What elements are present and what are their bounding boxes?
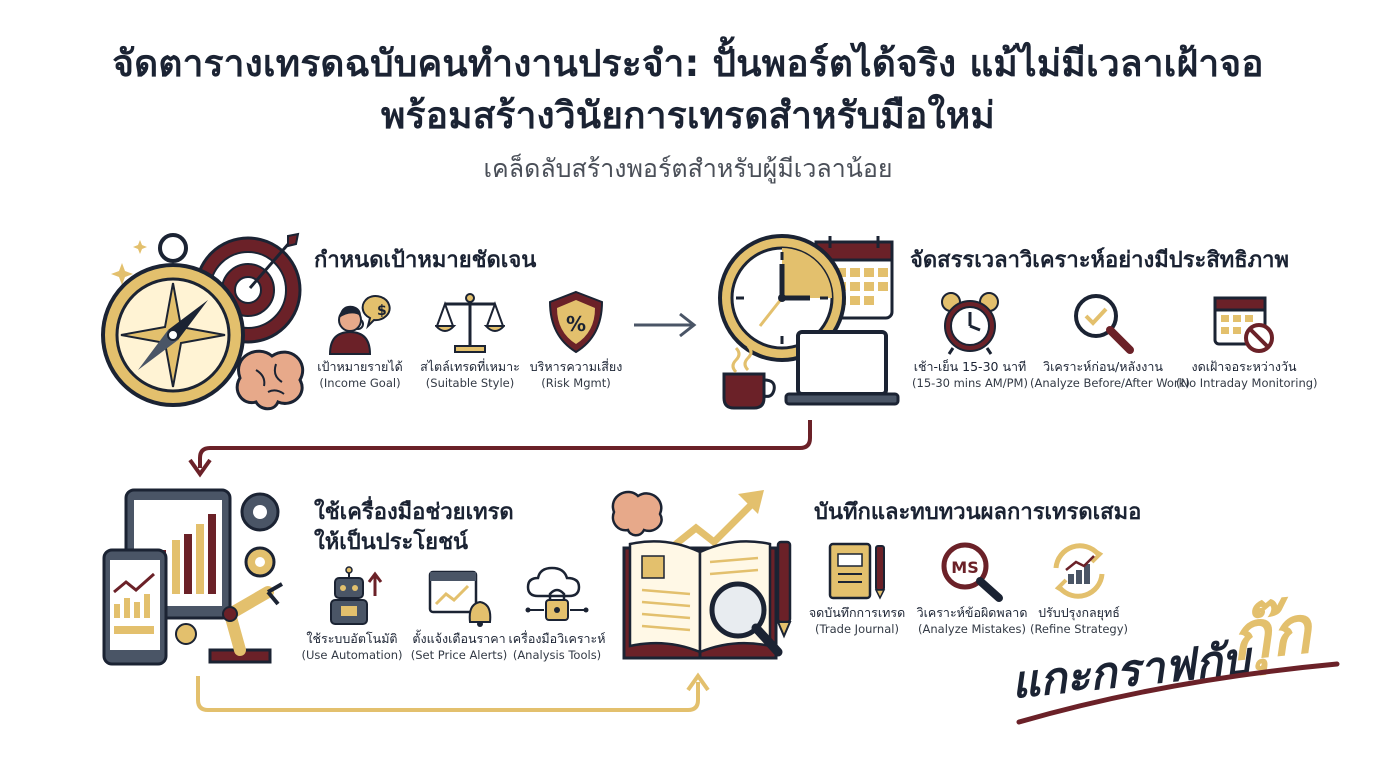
refresh-chart-icon <box>1020 540 1138 604</box>
book-magnifier-illustration <box>606 482 806 672</box>
goals-item-risk: % บริหารความเสี่ยง (Risk Mgmt) <box>516 290 636 391</box>
time-item-ampm: เช้า-เย็น 15-30 นาที (15-30 mins AM/PM) <box>910 290 1030 391</box>
price-alert-icon <box>400 566 518 630</box>
journal-item-mistakes-sub: (Analyze Mistakes) <box>918 622 1026 636</box>
time-item-before-after: วิเคราะห์ก่อน/หลังงาน (Analyze Before/Af… <box>1030 290 1190 391</box>
journal-item-trade-journal: จดบันทึกการเทรด (Trade Journal) <box>798 540 916 637</box>
page-title-line-2: พร้อมสร้างวินัยการเทรดสำหรับมือใหม่ <box>381 94 995 137</box>
arrow-right-icon <box>632 310 698 340</box>
goals-item-income-sub: (Income Goal) <box>319 376 401 390</box>
ms-badge-text: MS <box>951 558 978 577</box>
flow-arrow-up-icon <box>188 670 718 720</box>
flow-arrow-down-icon <box>180 416 820 478</box>
journal-item-mistakes: MS วิเคราะห์ข้อผิดพลาด (Analyze Mistakes… <box>908 540 1036 637</box>
goals-item-style: สไตล์เทรดที่เหมาะ (Suitable Style) <box>410 290 530 391</box>
alarm-clock-icon <box>910 290 1030 358</box>
journal-item-refine-sub: (Refine Strategy) <box>1029 622 1129 636</box>
time-item-before-after-label: วิเคราะห์ก่อน/หลังงาน <box>1043 359 1163 374</box>
tools-item-automation-sub: (Use Automation) <box>301 648 403 662</box>
shield-percent-icon: % <box>516 290 636 358</box>
journal-item-trade-journal-label: จดบันทึกการเทรด <box>808 605 906 620</box>
cloud-lock-icon <box>498 566 616 630</box>
time-item-ampm-sub: (15-30 mins AM/PM) <box>912 376 1028 390</box>
page-subtitle: เคล็ดลับสร้างพอร์ตสำหรับผู้มีเวลาน้อย <box>483 154 893 183</box>
magnifier-check-icon <box>1030 290 1176 358</box>
journal-item-mistakes-label: วิเคราะห์ข้อผิดพลาด <box>916 605 1028 620</box>
brand-text-part-1: แกะกราฟกับ <box>1009 633 1256 709</box>
tools-item-alerts-label: ตั้งแจ้งเตือนราคา <box>412 631 506 646</box>
tools-item-alerts-sub: (Set Price Alerts) <box>410 648 508 662</box>
brand-underline <box>1016 661 1340 725</box>
goals-item-risk-label: บริหารความเสี่ยง <box>529 359 623 374</box>
tools-item-automation-label: ใช้ระบบอัตโนมัติ <box>306 631 398 646</box>
goals-item-style-sub: (Suitable Style) <box>425 376 515 390</box>
clock-laptop-illustration <box>712 228 902 413</box>
goals-item-risk-sub: (Risk Mgmt) <box>541 376 611 390</box>
person-money-icon: $ <box>300 290 420 358</box>
svg-text:$: $ <box>377 303 387 319</box>
brand-text-part-2: กุ๊ก <box>1227 591 1319 679</box>
time-item-no-intraday: งดเฝ้าจอระหว่างวัน (No Intraday Monitori… <box>1176 290 1318 391</box>
tools-item-analysis-sub: (Analysis Tools) <box>512 648 602 662</box>
journal-item-trade-journal-sub: (Trade Journal) <box>815 622 899 636</box>
tools-item-analysis: เครื่องมือวิเคราะห์ (Analysis Tools) <box>498 566 616 663</box>
time-item-no-intraday-label: งดเฝ้าจอระหว่างวัน <box>1191 359 1297 374</box>
journal-item-refine: ปรับปรุงกลยุทธ์ (Refine Strategy) <box>1020 540 1138 637</box>
tools-heading-line-2: ให้เป็นประโยชน์ <box>314 530 469 555</box>
robot-icon <box>296 566 408 630</box>
compass-target-illustration <box>100 228 310 418</box>
tools-item-automation: ใช้ระบบอัตโนมัติ (Use Automation) <box>296 566 408 663</box>
goals-heading: กำหนดเป้าหมายชัดเจน <box>314 248 537 273</box>
tools-item-analysis-label: เครื่องมือวิเคราะห์ <box>508 631 606 646</box>
scales-icon <box>410 290 530 358</box>
journal-heading: บันทึกและทบทวนผลการเทรดเสมอ <box>814 500 1142 525</box>
page-title-line-1: จัดตารางเทรดฉบับคนทำงานประจำ: ปั้นพอร์ตไ… <box>112 42 1264 85</box>
time-heading: จัดสรรเวลาวิเคราะห์อย่างมีประสิทธิภาพ <box>910 248 1290 273</box>
time-item-no-intraday-sub: (No Intraday Monitoring) <box>1176 376 1318 390</box>
goals-item-style-label: สไตล์เทรดที่เหมาะ <box>420 359 520 374</box>
brand-signature: แกะกราฟกับ กุ๊ก <box>1005 560 1365 730</box>
tools-heading-line-1: ใช้เครื่องมือช่วยเทรด <box>314 500 514 525</box>
tools-item-alerts: ตั้งแจ้งเตือนราคา (Set Price Alerts) <box>400 566 518 663</box>
calendar-no-icon <box>1176 290 1312 358</box>
time-item-ampm-label: เช้า-เย็น 15-30 นาที <box>913 359 1027 374</box>
time-item-before-after-sub: (Analyze Before/After Work) <box>1030 376 1190 390</box>
devices-robot-illustration <box>100 484 300 669</box>
notebook-pen-icon <box>798 540 916 604</box>
journal-item-refine-label: ปรับปรุงกลยุทธ์ <box>1038 605 1120 620</box>
ms-magnifier-icon: MS <box>908 540 1036 604</box>
svg-text:%: % <box>566 312 586 336</box>
goals-item-income: $ เป้าหมายรายได้ (Income Goal) <box>300 290 420 391</box>
goals-item-income-label: เป้าหมายรายได้ <box>317 359 403 374</box>
